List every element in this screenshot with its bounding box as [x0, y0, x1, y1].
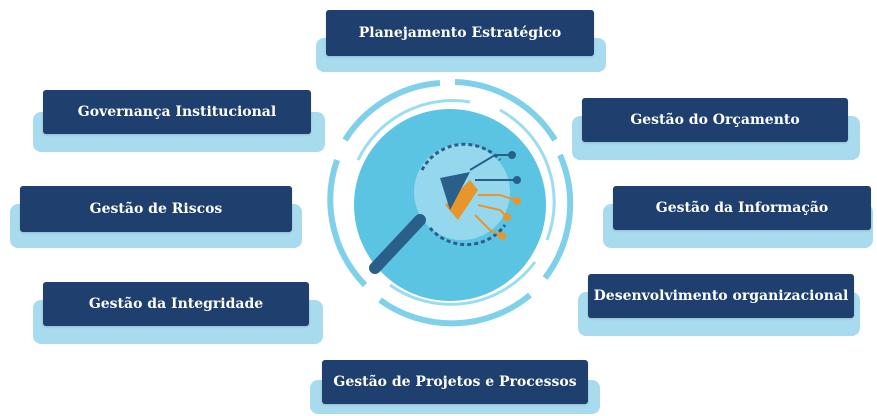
node-label-informacao: Gestão da Informação	[613, 186, 871, 230]
outer-ring	[327, 79, 574, 327]
node-label-desenvolvimento: Desenvolvimento organizacional	[588, 274, 854, 318]
inner-ring	[356, 99, 556, 306]
node-label-projetos: Gestão de Projetos e Processos	[322, 360, 588, 404]
node-label-integridade: Gestão da Integridade	[43, 282, 309, 326]
node-label-riscos: Gestão de Riscos	[20, 186, 292, 232]
node-label-planejamento: Planejamento Estratégico	[326, 10, 594, 56]
node-label-orcamento: Gestão do Orçamento	[582, 98, 848, 142]
magnifier-network-icon	[369, 142, 521, 274]
node-label-governanca: Governança Institucional	[43, 90, 311, 134]
